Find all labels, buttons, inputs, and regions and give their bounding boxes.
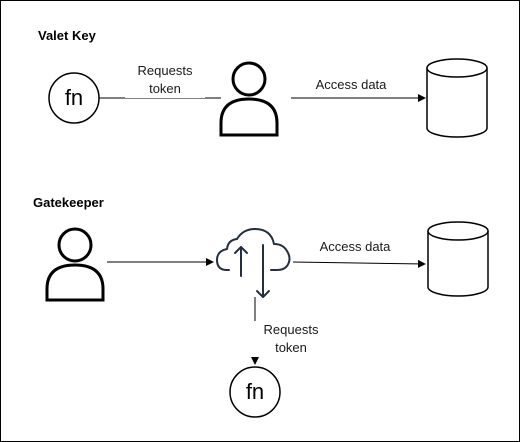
valet-requests-line-2: token (149, 81, 181, 96)
valet-function-text: fn (64, 85, 84, 110)
valet-function-icon (48, 72, 100, 124)
gatekeeper-access-arrow (292, 259, 426, 268)
valet-requests-label: Requests token (125, 62, 205, 98)
gatekeeper-cloud-icon (216, 228, 291, 298)
valet-access-label: Access data (303, 76, 399, 94)
gatekeeper-requests-line-1: Requests (263, 322, 319, 337)
valet-requests-line-1: Requests (137, 63, 193, 78)
gatekeeper-function-icon (229, 366, 281, 418)
valet-database-icon (426, 58, 488, 138)
gatekeeper-requests-line-2: token (275, 340, 307, 355)
valet-user-icon (219, 61, 279, 137)
gatekeeper-title: Gatekeeper (33, 195, 104, 210)
gatekeeper-function-text: fn (245, 379, 265, 404)
valet-key-title: Valet Key (38, 28, 96, 43)
gatekeeper-database-icon (427, 221, 489, 297)
gatekeeper-access-label: Access data (307, 238, 403, 256)
gatekeeper-user-icon (45, 227, 105, 302)
gatekeeper-requests-label: Requests token (251, 321, 331, 357)
